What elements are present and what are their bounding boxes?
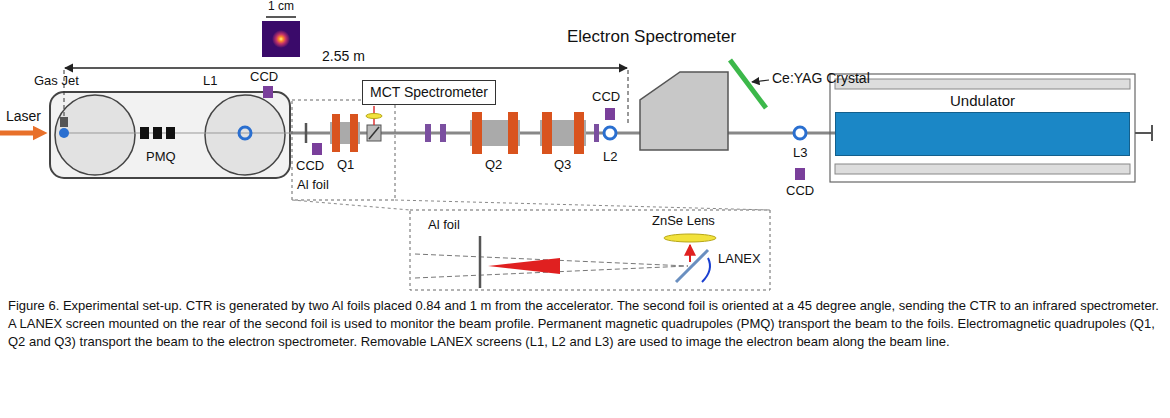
beam-axis: [64, 133, 290, 134]
pmq-magnet: [153, 127, 162, 139]
beam-dump: [1135, 132, 1152, 134]
lanex-screen: [794, 127, 806, 139]
part-label: L1: [203, 74, 217, 89]
beam-image: [262, 21, 300, 57]
part-label: PMQ: [146, 150, 176, 165]
part-label: CCD: [250, 70, 278, 85]
gas-jet: [59, 128, 69, 138]
part-label: Al foil: [428, 218, 460, 233]
beam-spot: [272, 30, 290, 48]
scale-label: 1 cm: [268, 0, 294, 14]
flange: [594, 124, 599, 142]
node-label: MCT Spectrometer: [370, 84, 488, 100]
chamber-port: [55, 95, 135, 175]
al-foil: [479, 236, 482, 288]
part-label: Ce:YAG Crystal: [772, 70, 870, 86]
node-heading: Undulator: [836, 92, 1129, 109]
ce-yag-crystal: [730, 60, 766, 108]
al-foil: [305, 123, 308, 143]
ccd-camera: [795, 168, 805, 180]
instrument-box: MCT Spectrometer: [362, 80, 496, 105]
inset-guide: [395, 200, 770, 210]
laser-arrow: [0, 131, 40, 136]
part-label: Q3: [554, 158, 571, 173]
lanex-screen: [604, 127, 616, 139]
quadrupole-coil: [472, 112, 482, 154]
lanex-screen: [702, 258, 710, 282]
gas-nozzle: [60, 117, 68, 127]
part-label: CCD: [296, 159, 324, 174]
detail-box: [292, 100, 395, 200]
quadrupole-coil: [350, 114, 358, 152]
quadrupole-coil: [508, 112, 518, 154]
ctr-arrow: [689, 245, 691, 262]
dimension-arrow: [65, 67, 627, 68]
part-label: L3: [793, 146, 807, 161]
ctr-cone: [488, 258, 560, 274]
leader-line: [752, 80, 769, 82]
foil-cross: [367, 125, 381, 141]
magnet-array: [835, 164, 1130, 174]
znse-lens: [366, 114, 382, 119]
pmq-magnet: [166, 127, 175, 139]
undulator-bar: Undulator: [835, 112, 1130, 156]
dimension-guide: [628, 70, 629, 125]
flange: [440, 124, 446, 142]
section-title: Electron Spectrometer: [567, 27, 736, 47]
magnet-array: [835, 79, 1130, 89]
flange: [425, 124, 431, 142]
lanex-screen: [239, 127, 251, 139]
pmq-magnet: [140, 127, 149, 139]
al-foil: [369, 127, 379, 139]
inset-guide: [292, 200, 410, 210]
part-label: ZnSe Lens: [652, 214, 715, 229]
dimension-label: 2.55 m: [322, 48, 365, 64]
inset-box: [410, 210, 770, 290]
part-label: CCD: [786, 184, 814, 199]
ccd-camera: [605, 108, 615, 120]
part-label: Gas Jet: [34, 74, 79, 89]
part-label: L2: [603, 150, 617, 165]
quadrupole-coil: [332, 114, 340, 152]
spectrometer-magnet: [640, 72, 728, 150]
part-label: Q1: [337, 158, 354, 173]
ccd-camera: [312, 143, 322, 155]
undulator-housing: [830, 74, 1135, 182]
vacuum-chamber: [50, 92, 290, 178]
figure-caption: Figure 6. Experimental set-up. CTR is ge…: [8, 297, 1160, 351]
quadrupole-coil: [542, 112, 552, 154]
part-label: Laser: [6, 108, 41, 124]
ccd-camera: [263, 86, 273, 98]
znse-lens: [664, 234, 716, 242]
part-label: Al foil: [297, 178, 329, 193]
part-label: CCD: [592, 90, 620, 105]
scale-bar: [266, 16, 296, 18]
chamber-port: [205, 95, 285, 175]
part-label: LANEX: [718, 252, 761, 267]
beam-dump: [1151, 125, 1153, 141]
part-label: Q2: [485, 158, 502, 173]
al-foil: [676, 250, 708, 282]
quadrupole-coil: [574, 112, 584, 154]
